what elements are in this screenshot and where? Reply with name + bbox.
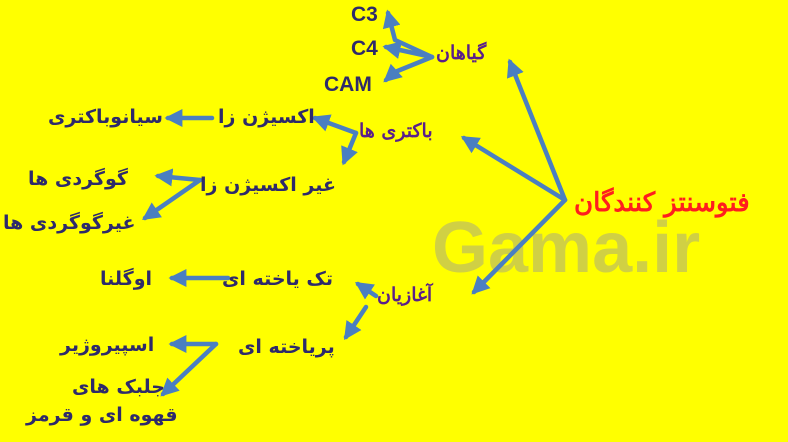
root-photosynthesizers: فتوسنتز کنندگان (574, 188, 750, 218)
category-protists: آغازیان (377, 284, 433, 306)
arrow-protists-unicellular (355, 281, 379, 300)
arrow-multicellular-algae (160, 341, 219, 397)
protists-multicellular: پریاخته ای (238, 336, 335, 358)
protists-unicellular: تک یاخته ای (222, 268, 333, 290)
protists-algae-line1: جلبک های (72, 376, 165, 398)
bacteria-cyanobacteria: سیانوباکتری (48, 106, 163, 128)
arrow-bacteria-oxygenic (311, 114, 359, 136)
arrow-anoxygenic-sulfur (154, 168, 203, 187)
category-bacteria: باکتری ها (359, 120, 433, 142)
arrow-root-protists (471, 197, 568, 295)
watermark: Gama.ir (432, 208, 701, 288)
arrow-plants-cam (383, 54, 435, 83)
arrow-root-plants (506, 58, 568, 203)
arrow-anoxygenic-nonsulfur (142, 177, 203, 221)
plants-c3: C3 (351, 3, 378, 26)
arrow-bacteria-anoxygenic (341, 130, 359, 166)
bacteria-sulfur: گوگردی ها (28, 168, 128, 190)
arrow-plants-c4 (382, 41, 435, 60)
plants-c4: C4 (351, 37, 378, 60)
arrow-plants-c3 (382, 9, 435, 60)
protists-spirogyra: اسپیروژیر (60, 334, 155, 356)
protists-algae-line2: قهوه ای و قرمز (26, 404, 178, 426)
bacteria-anoxygenic: غیر اکسیژن زا (200, 174, 336, 196)
protists-euglena: اوگلنا (100, 268, 153, 290)
bacteria-oxygenic: اکسیژن زا (218, 106, 315, 128)
bacteria-nonsulfur: غیرگوگردی ها (3, 212, 136, 234)
plants-cam: CAM (324, 73, 372, 96)
category-plants: گیاهان (436, 42, 487, 64)
arrow-protists-multicellular (343, 304, 369, 340)
arrow-root-bacteria (460, 135, 568, 203)
